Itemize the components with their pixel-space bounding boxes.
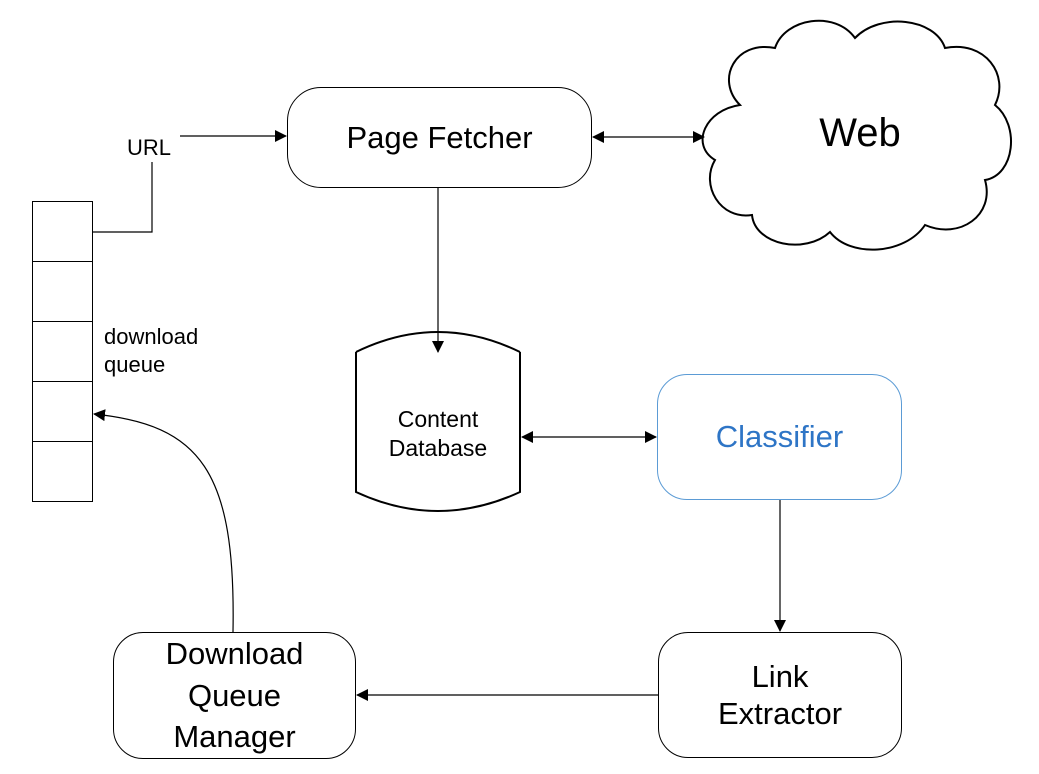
queue-slot — [32, 321, 93, 382]
download-queue-manager-label: Download Queue Manager — [165, 635, 304, 755]
classifier-node: Classifier — [657, 374, 902, 500]
content-database-label: Content Database — [388, 406, 488, 461]
link-extractor-label: Link Extractor — [717, 658, 843, 731]
classifier-label: Classifier — [715, 419, 844, 455]
page-fetcher-node: Page Fetcher — [287, 87, 592, 188]
queue-slot — [32, 261, 93, 322]
queue-slot — [32, 201, 93, 262]
page-fetcher-label: Page Fetcher — [346, 119, 533, 155]
link-extractor-node: Link Extractor — [658, 632, 902, 758]
download-queue-label: download queue — [104, 324, 199, 377]
download-queue-manager-node: Download Queue Manager — [113, 632, 356, 759]
queue-slot — [32, 441, 93, 502]
web-label: Web — [819, 111, 901, 155]
queue-slot — [32, 381, 93, 442]
manager-to-queue-arrow — [93, 409, 234, 633]
content-database-shape — [355, 331, 521, 512]
queue-to-url-line — [93, 158, 153, 233]
web-cloud-shape — [701, 19, 1012, 251]
url-label: URL — [127, 134, 172, 162]
